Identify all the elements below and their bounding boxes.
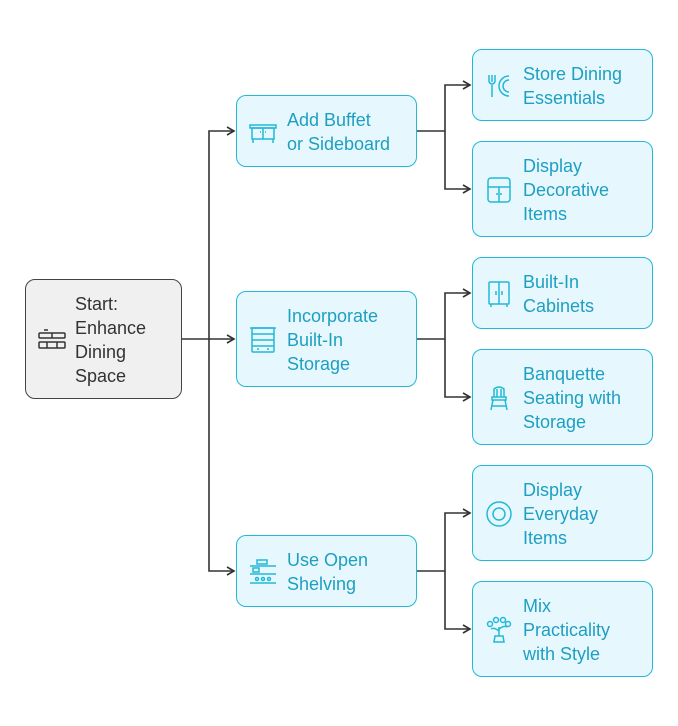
display-cabinet-icon bbox=[484, 175, 514, 205]
connector-buffet-decorative bbox=[444, 131, 472, 194]
leaf-node-cabinets[interactable]: Built-In Cabinets bbox=[472, 257, 653, 329]
branch-node-storage[interactable]: Incorporate Built-In Storage bbox=[236, 291, 417, 387]
shelving-unit-icon bbox=[248, 325, 278, 355]
leaf-node-decorative[interactable]: Display Decorative Items bbox=[472, 141, 653, 237]
utensils-icon bbox=[484, 71, 514, 101]
connector-shelving-everyday bbox=[417, 508, 472, 572]
connector-buffet-essentials bbox=[417, 80, 472, 132]
open-shelf-icon bbox=[248, 557, 278, 587]
plate-icon bbox=[484, 499, 514, 529]
leaf-label-cabinets: Built-In Cabinets bbox=[523, 272, 595, 316]
buffet-icon bbox=[248, 117, 278, 147]
branch-label-shelving: Use Open Shelving bbox=[287, 550, 369, 594]
leaf-node-everyday[interactable]: Display Everyday Items bbox=[472, 465, 653, 561]
start-node[interactable]: Start: Enhance Dining Space bbox=[25, 279, 182, 399]
dining-space-icon bbox=[37, 325, 67, 355]
connector-shelving-mix bbox=[444, 571, 472, 634]
start-label: Start: Enhance Dining Space bbox=[75, 294, 147, 386]
connector-storage-cabinets bbox=[417, 288, 472, 340]
leaf-node-mix[interactable]: Mix Practicality with Style bbox=[472, 581, 653, 677]
cabinet-icon bbox=[484, 279, 514, 309]
branch-node-shelving[interactable]: Use Open Shelving bbox=[236, 535, 417, 607]
leaf-node-essentials[interactable]: Store Dining Essentials bbox=[472, 49, 653, 121]
branch-label-buffet: Add Buffet or Sideboard bbox=[287, 110, 391, 154]
leaf-label-decorative: Display Decorative Items bbox=[523, 156, 610, 224]
branch-node-buffet[interactable]: Add Buffet or Sideboard bbox=[236, 95, 417, 167]
leaf-label-banquette: Banquette Seating with Storage bbox=[523, 364, 622, 432]
connector-start-buffet bbox=[182, 126, 236, 340]
branch-label-storage: Incorporate Built-In Storage bbox=[287, 306, 379, 374]
leaf-label-essentials: Store Dining Essentials bbox=[523, 64, 623, 108]
chair-icon bbox=[484, 383, 514, 413]
plant-icon bbox=[484, 615, 514, 645]
leaf-node-banquette[interactable]: Banquette Seating with Storage bbox=[472, 349, 653, 445]
connector-storage-banquette bbox=[444, 339, 472, 402]
leaf-label-everyday: Display Everyday Items bbox=[523, 480, 599, 548]
connector-start-shelving bbox=[208, 339, 236, 576]
leaf-label-mix: Mix Practicality with Style bbox=[523, 596, 611, 664]
